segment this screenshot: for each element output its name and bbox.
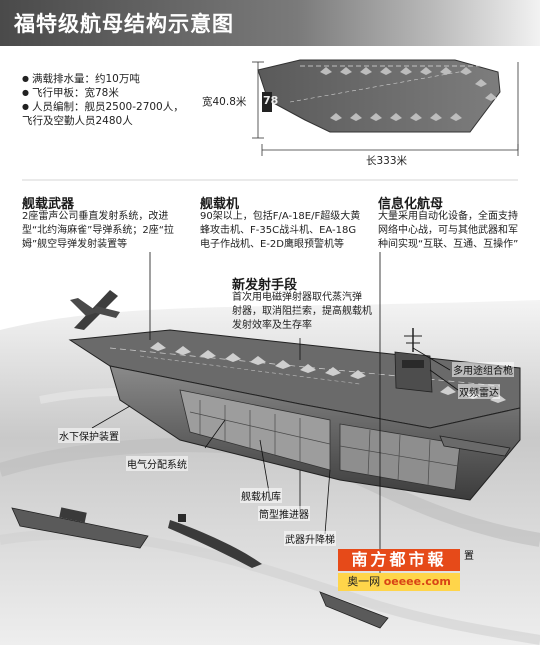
weapons-text: 2座雷声公司垂直发射系统，改进 型“北约海麻雀”导弹系统；2座“拉 姆”舰空导弹…: [22, 210, 182, 252]
info-carrier-line-2: 网络中心战，可与其他武器和军: [378, 225, 518, 236]
launch-line-3: 发射效率及生存率: [232, 320, 312, 331]
aircraft-line-2: 蜂攻击机、F-35C战斗机、EA-18G: [200, 225, 357, 236]
info-carrier-line-3: 种间实现“互联、互通、互操作”: [378, 239, 519, 250]
launch-line-2: 射器，取消阻拦索，提高舰载机: [232, 306, 372, 317]
publisher-logo: 南方都市報 奥一网 oeeee.com: [338, 549, 460, 599]
logo-site-url: oeeee.com: [383, 575, 451, 588]
aircraft-heading: 舰载机: [200, 197, 240, 212]
clipped-label-tail: 置: [464, 551, 474, 562]
spec-flight-deck: 飞行甲板：宽78米: [22, 86, 184, 100]
logo-masthead: 南方都市報: [338, 549, 460, 571]
page-title: 福特级航母结构示意图: [14, 12, 234, 36]
multi-mast-label: 多用途组合桅: [452, 362, 514, 377]
leader-lines: [91, 252, 459, 580]
spec-crew: 人员编制：舰员2500-2700人，: [22, 100, 184, 114]
escort-ship-right: [439, 435, 511, 457]
length-bracket: [261, 62, 519, 156]
launch-text: 首次用电磁弹射器取代蒸汽弹 射器，取消阻拦索，提高舰载机 发射效率及生存率: [232, 291, 377, 333]
escort-ship-left: [11, 507, 149, 549]
weapons-line-1: 2座雷声公司垂直发射系统，改进: [22, 211, 169, 222]
weapons-line-2: 型“北约海麻雀”导弹系统；2座“拉: [22, 225, 174, 236]
title-bar: 福特级航母结构示意图: [0, 0, 540, 46]
aircraft-line-3: 电子作战机、E-2D鹰眼预警机等: [200, 239, 344, 250]
power-distribution-label: 电气分配系统: [126, 456, 188, 471]
escort-ship-bottom: [319, 591, 389, 629]
dual-radar-label: 双频雷达: [458, 384, 500, 399]
aircraft-line-1: 90架以上，包括F/A-18E/F超级大黄: [200, 211, 361, 222]
length-label: 长333米: [366, 155, 408, 167]
submarine: [168, 514, 262, 568]
spec-list: 满载排水量：约10万吨 飞行甲板：宽78米 人员编制：舰员2500-2700人，…: [22, 72, 184, 128]
aircraft-text: 90架以上，包括F/A-18E/F超级大黄 蜂攻击机、F-35C战斗机、EA-1…: [200, 210, 370, 252]
weapons-elevator-label: 武器升降梯: [284, 531, 336, 546]
info-carrier-text: 大量采用自动化设备，全面支持 网络中心战，可与其他武器和军 种间实现“互联、互通…: [378, 210, 533, 252]
logo-site-name: 奥一网: [347, 575, 381, 588]
info-carrier-heading: 信息化航母: [378, 197, 444, 212]
info-carrier-line-1: 大量采用自动化设备，全面支持: [378, 211, 518, 222]
carrier-top-view: [257, 59, 501, 133]
spec-aircrew: 飞行及空勤人员2480人: [22, 115, 133, 127]
propeller-label: 筒型推进器: [258, 506, 310, 521]
underwater-protection-label: 水下保护装置: [58, 428, 120, 443]
carrier-cutaway: [68, 328, 521, 501]
launch-line-1: 首次用电磁弹射器取代蒸汽弹: [232, 292, 362, 303]
width-label: 宽40.8米: [202, 96, 247, 108]
hangar-label: 舰载机库: [240, 488, 282, 503]
hull-number: 78: [263, 94, 279, 107]
logo-site: 奥一网 oeeee.com: [338, 573, 460, 591]
fighter-jet: [70, 290, 120, 330]
spec-displacement: 满载排水量：约10万吨: [22, 72, 184, 86]
launch-heading: 新发射手段: [232, 278, 298, 293]
weapons-line-3: 姆”舰空导弹发射装置等: [22, 239, 128, 250]
width-bracket: [252, 61, 264, 139]
weapons-heading: 舰载武器: [22, 197, 75, 212]
